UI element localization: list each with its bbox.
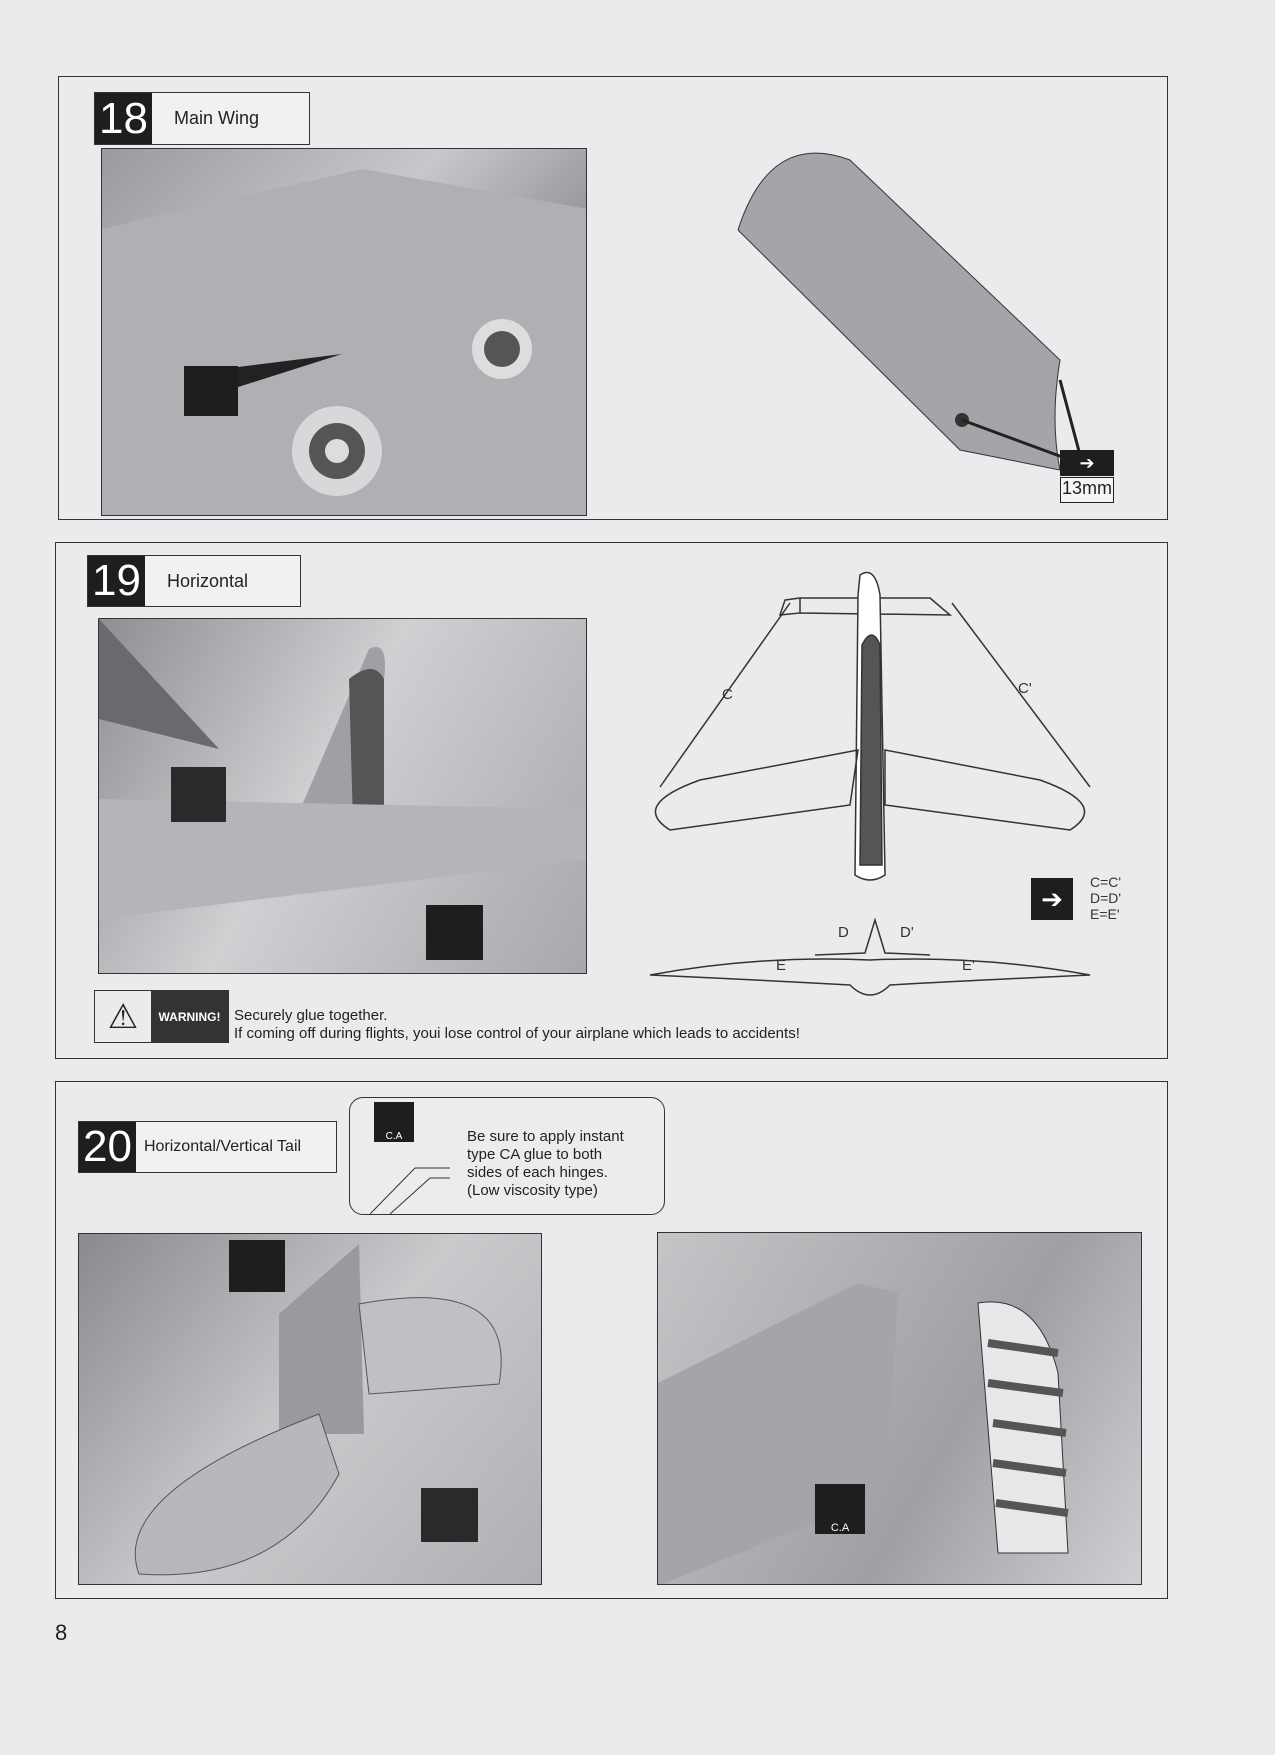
step-title: Main Wing: [173, 108, 259, 128]
label-d: D: [838, 924, 849, 941]
alignment-diagram: [640, 565, 1100, 1005]
step-number: 19: [88, 556, 145, 606]
hinge-icon: [421, 1488, 478, 1542]
main-wing-photo: [101, 148, 587, 516]
step-19-header: 19 Horizontal: [87, 555, 301, 607]
legend-c: C=C': [1090, 874, 1122, 890]
hinge-icon: [171, 767, 226, 822]
glue-ab-icon: [229, 1240, 285, 1292]
label-e-prime: E': [962, 957, 975, 974]
warning-triangle-icon: ⚠: [107, 997, 139, 1036]
label-e: E: [776, 957, 787, 974]
warning-box: ⚠ WARNING!: [94, 990, 229, 1043]
callout-line: type CA glue to both: [467, 1146, 603, 1163]
step-number: 18: [95, 93, 152, 144]
warning-line-1: Securely glue together.: [234, 1007, 388, 1024]
glue-ab-icon: [426, 905, 483, 960]
label-c-prime: C': [1018, 680, 1032, 697]
measure-label: 13mm: [1060, 477, 1114, 503]
wing-tip-drawing: [730, 140, 1130, 480]
legend-d: D=D': [1090, 890, 1122, 906]
step-18-header: 18 Main Wing: [94, 92, 310, 145]
callout-line: sides of each hinges.: [467, 1164, 608, 1181]
arrow-icon: ➔: [1060, 450, 1114, 476]
label-c: C: [722, 686, 733, 703]
arrow-icon: ➔: [1031, 878, 1073, 920]
callout-line: Be sure to apply instant: [467, 1128, 624, 1145]
ca-glue-icon: C.A: [374, 1102, 414, 1142]
callout-line: (Low viscosity type): [467, 1182, 598, 1199]
step-title: Horizontal: [166, 570, 248, 591]
warning-badge: WARNING!: [151, 991, 228, 1042]
glue-ab-icon: [184, 366, 238, 416]
warning-line-2: If coming off during flights, youi lose …: [234, 1025, 800, 1042]
step-19-panel: [55, 542, 1168, 1059]
tail-photo-right: [657, 1232, 1142, 1585]
warning-text: Securely glue together. If coming off du…: [234, 1007, 800, 1043]
callout-text: Be sure to apply instant type CA glue to…: [467, 1128, 624, 1200]
ca-glue-callout: C.A Be sure to apply instant type CA glu…: [349, 1097, 665, 1215]
ca-glue-icon: C.A: [815, 1484, 865, 1534]
step-title: Horizontal/Vertical Tail: [143, 1138, 302, 1155]
label-d-prime: D': [900, 924, 914, 941]
step-number: 20: [79, 1122, 136, 1172]
alignment-legend: C=C' D=D' E=E': [1090, 874, 1121, 922]
step-20-header: 20 Horizontal/Vertical Tail: [78, 1121, 337, 1173]
step-20-panel: [55, 1081, 1168, 1599]
step-18-panel: [58, 76, 1168, 520]
legend-e: E=E': [1090, 906, 1120, 922]
page-number: 8: [55, 1620, 68, 1645]
